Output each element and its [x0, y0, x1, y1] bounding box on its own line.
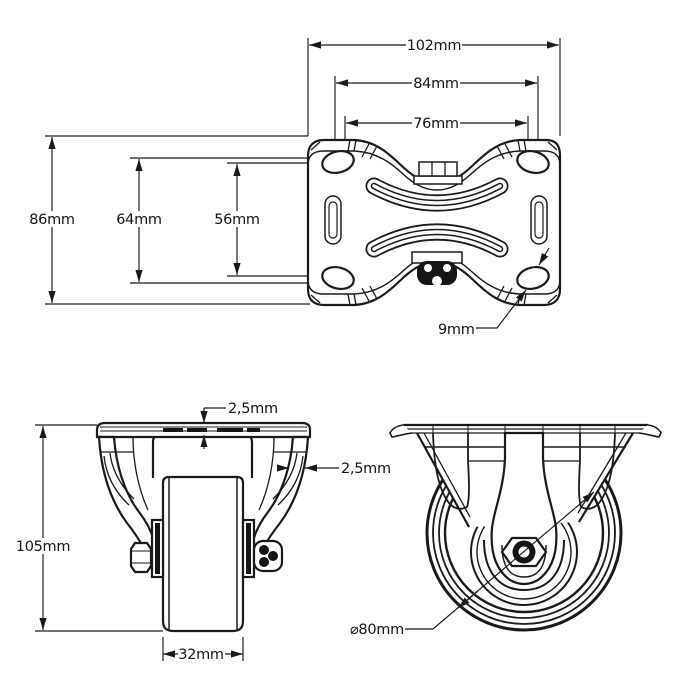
bolt-holes — [321, 150, 550, 290]
dim-width-holes-inner: 76mm — [346, 115, 527, 132]
curved-slot-upper — [365, 177, 509, 212]
rivet-tab-top — [413, 161, 463, 185]
wheel-front — [161, 475, 245, 633]
axle-nut-left — [129, 541, 153, 574]
dim-depth-holes-outer: 64mm — [115, 159, 163, 282]
dim-wheel-width: 32mm — [163, 646, 243, 663]
dim-plate-thickness: 2,5mm — [200, 401, 278, 449]
dim-width-outer-label: 102mm — [407, 38, 461, 54]
fork-wrap-outer-arc — [483, 539, 565, 592]
dim-width-holes-inner-label: 76mm — [413, 116, 459, 132]
dim-width-outer: 102mm — [309, 37, 559, 54]
flange-bend-ticks — [310, 139, 558, 306]
dim-bracket-thickness-label: 2,5mm — [341, 461, 391, 477]
dim-wheel-diameter: ⌀80mm — [350, 491, 595, 638]
front-view-caster: 105mm 32mm 2,5mm 2,5mm — [16, 401, 391, 663]
bolt-hole-top-left — [321, 150, 355, 174]
extension-lines-front-view — [35, 424, 244, 661]
dim-depth-holes-outer-label: 64mm — [116, 212, 162, 228]
dim-depth-outer: 86mm — [28, 137, 76, 303]
top-view-mounting-plate: 102mm 84mm 76mm 86mm 64mm 56mm — [28, 37, 562, 338]
bracket-center-block — [151, 433, 254, 478]
side-view-caster: ⌀80mm — [350, 423, 662, 638]
side-slot-right — [530, 195, 548, 245]
dim-bracket-thickness: 2,5mm — [277, 461, 391, 477]
dim-width-holes-outer-label: 84mm — [413, 76, 459, 92]
dim-depth-holes-inner-label: 56mm — [214, 212, 260, 228]
plate-edge-front — [95, 421, 312, 439]
dim-plate-thickness-label: 2,5mm — [228, 401, 278, 417]
axle-bolt-head-right — [252, 539, 284, 573]
dim-hole-diameter-label: 9mm — [438, 322, 475, 338]
dim-depth-outer-label: 86mm — [29, 212, 75, 228]
dim-wheel-diameter-label: ⌀80mm — [350, 622, 404, 638]
dim-wheel-width-label: 32mm — [178, 647, 224, 663]
dim-depth-holes-inner: 56mm — [213, 164, 261, 275]
plate-edge-side — [389, 423, 662, 438]
curved-slot-lower — [365, 223, 509, 258]
dim-total-height: 105mm — [16, 426, 71, 630]
dim-width-holes-outer: 84mm — [336, 75, 537, 92]
dim-total-height-label: 105mm — [16, 539, 70, 555]
bolt-hole-top-right — [516, 150, 550, 174]
dim-hole-diameter: 9mm — [438, 247, 550, 338]
king-bolt-nut-bottom — [411, 251, 463, 286]
side-slot-left — [324, 195, 342, 245]
axle-washer-left — [150, 518, 165, 579]
bolt-hole-bottom-left — [321, 266, 355, 290]
fork-wrap-inner-arc — [501, 544, 547, 578]
bolt-hole-bottom-right — [516, 266, 550, 290]
axle-washer-right — [241, 518, 256, 579]
